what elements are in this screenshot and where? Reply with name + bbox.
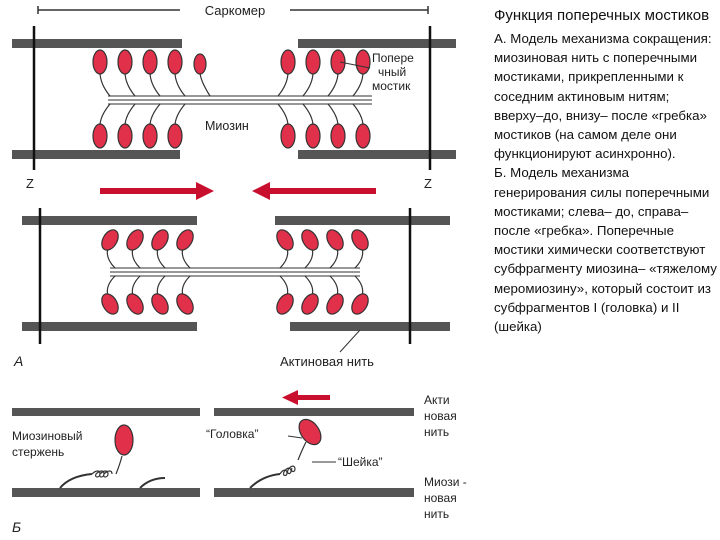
sarcomere-bracket [37,6,429,14]
myosin-filament-label: новая [424,491,457,505]
caption-paragraph-b: Б. Модель механизма генерирования силы п… [494,165,717,335]
panel-b-label: Б [12,519,21,535]
actin-filament-label: новая [424,409,457,423]
leader-line [339,329,361,353]
myosin-label: Миозин [205,119,249,133]
arrow-left-icon [282,390,330,405]
actin-filament [12,408,200,416]
crossbridge-label: Попере [372,51,414,65]
arrow-left-icon [252,182,376,200]
actin-filament [275,216,450,225]
myosin-filament-label: Миози - [424,475,467,489]
actin-filament [214,408,414,416]
neck-label: “Шейка” [338,455,383,469]
leader-line [339,61,371,69]
sarcomere-label: Саркомер [205,3,265,18]
actin-filament [12,150,180,159]
myosin-filament [110,267,360,277]
caption-panel: Функция поперечных мостиков А. Модель ме… [494,6,718,336]
myosin-filament [12,488,200,497]
actin-filament [22,216,197,225]
actin-filament-label: Актиновая нить [280,354,374,369]
z-label-left: Z [26,176,34,191]
crossbridge [59,424,166,489]
actin-filament [22,322,197,331]
myosin-rod-label: Миозиновый [12,429,82,443]
crossbridge-label: чный [378,65,406,79]
crossbridge-label: мостик [372,79,411,93]
myosin-filament [108,95,372,105]
crossbridge-group [92,49,371,149]
myosin-rod-label: стержень [12,445,64,459]
actin-filament-label: Акти [424,393,450,407]
caption-title: Функция поперечных мостиков [494,7,710,24]
myosin-head-icon [114,424,134,456]
z-label-right: Z [424,176,432,191]
actin-filament [298,39,456,48]
crossbridge-diagram: Саркомер Попере чный мостик [12,3,467,535]
arrow-right-icon [100,182,214,200]
actin-filament [12,39,182,48]
actin-filament [290,322,450,331]
panel-a-label: A [13,353,23,369]
caption-paragraph-a: А. Модель механизма сокращения: миозинов… [494,31,712,162]
myosin-filament-label: нить [424,507,449,521]
crossbridge [249,418,322,489]
actin-filament [298,150,456,159]
myosin-head-icon [298,418,322,446]
head-label: “Головка” [206,427,258,441]
myosin-filament [214,488,414,497]
crossbridge-group [101,229,369,315]
leader-line [287,435,303,439]
actin-filament-label: нить [424,425,449,439]
